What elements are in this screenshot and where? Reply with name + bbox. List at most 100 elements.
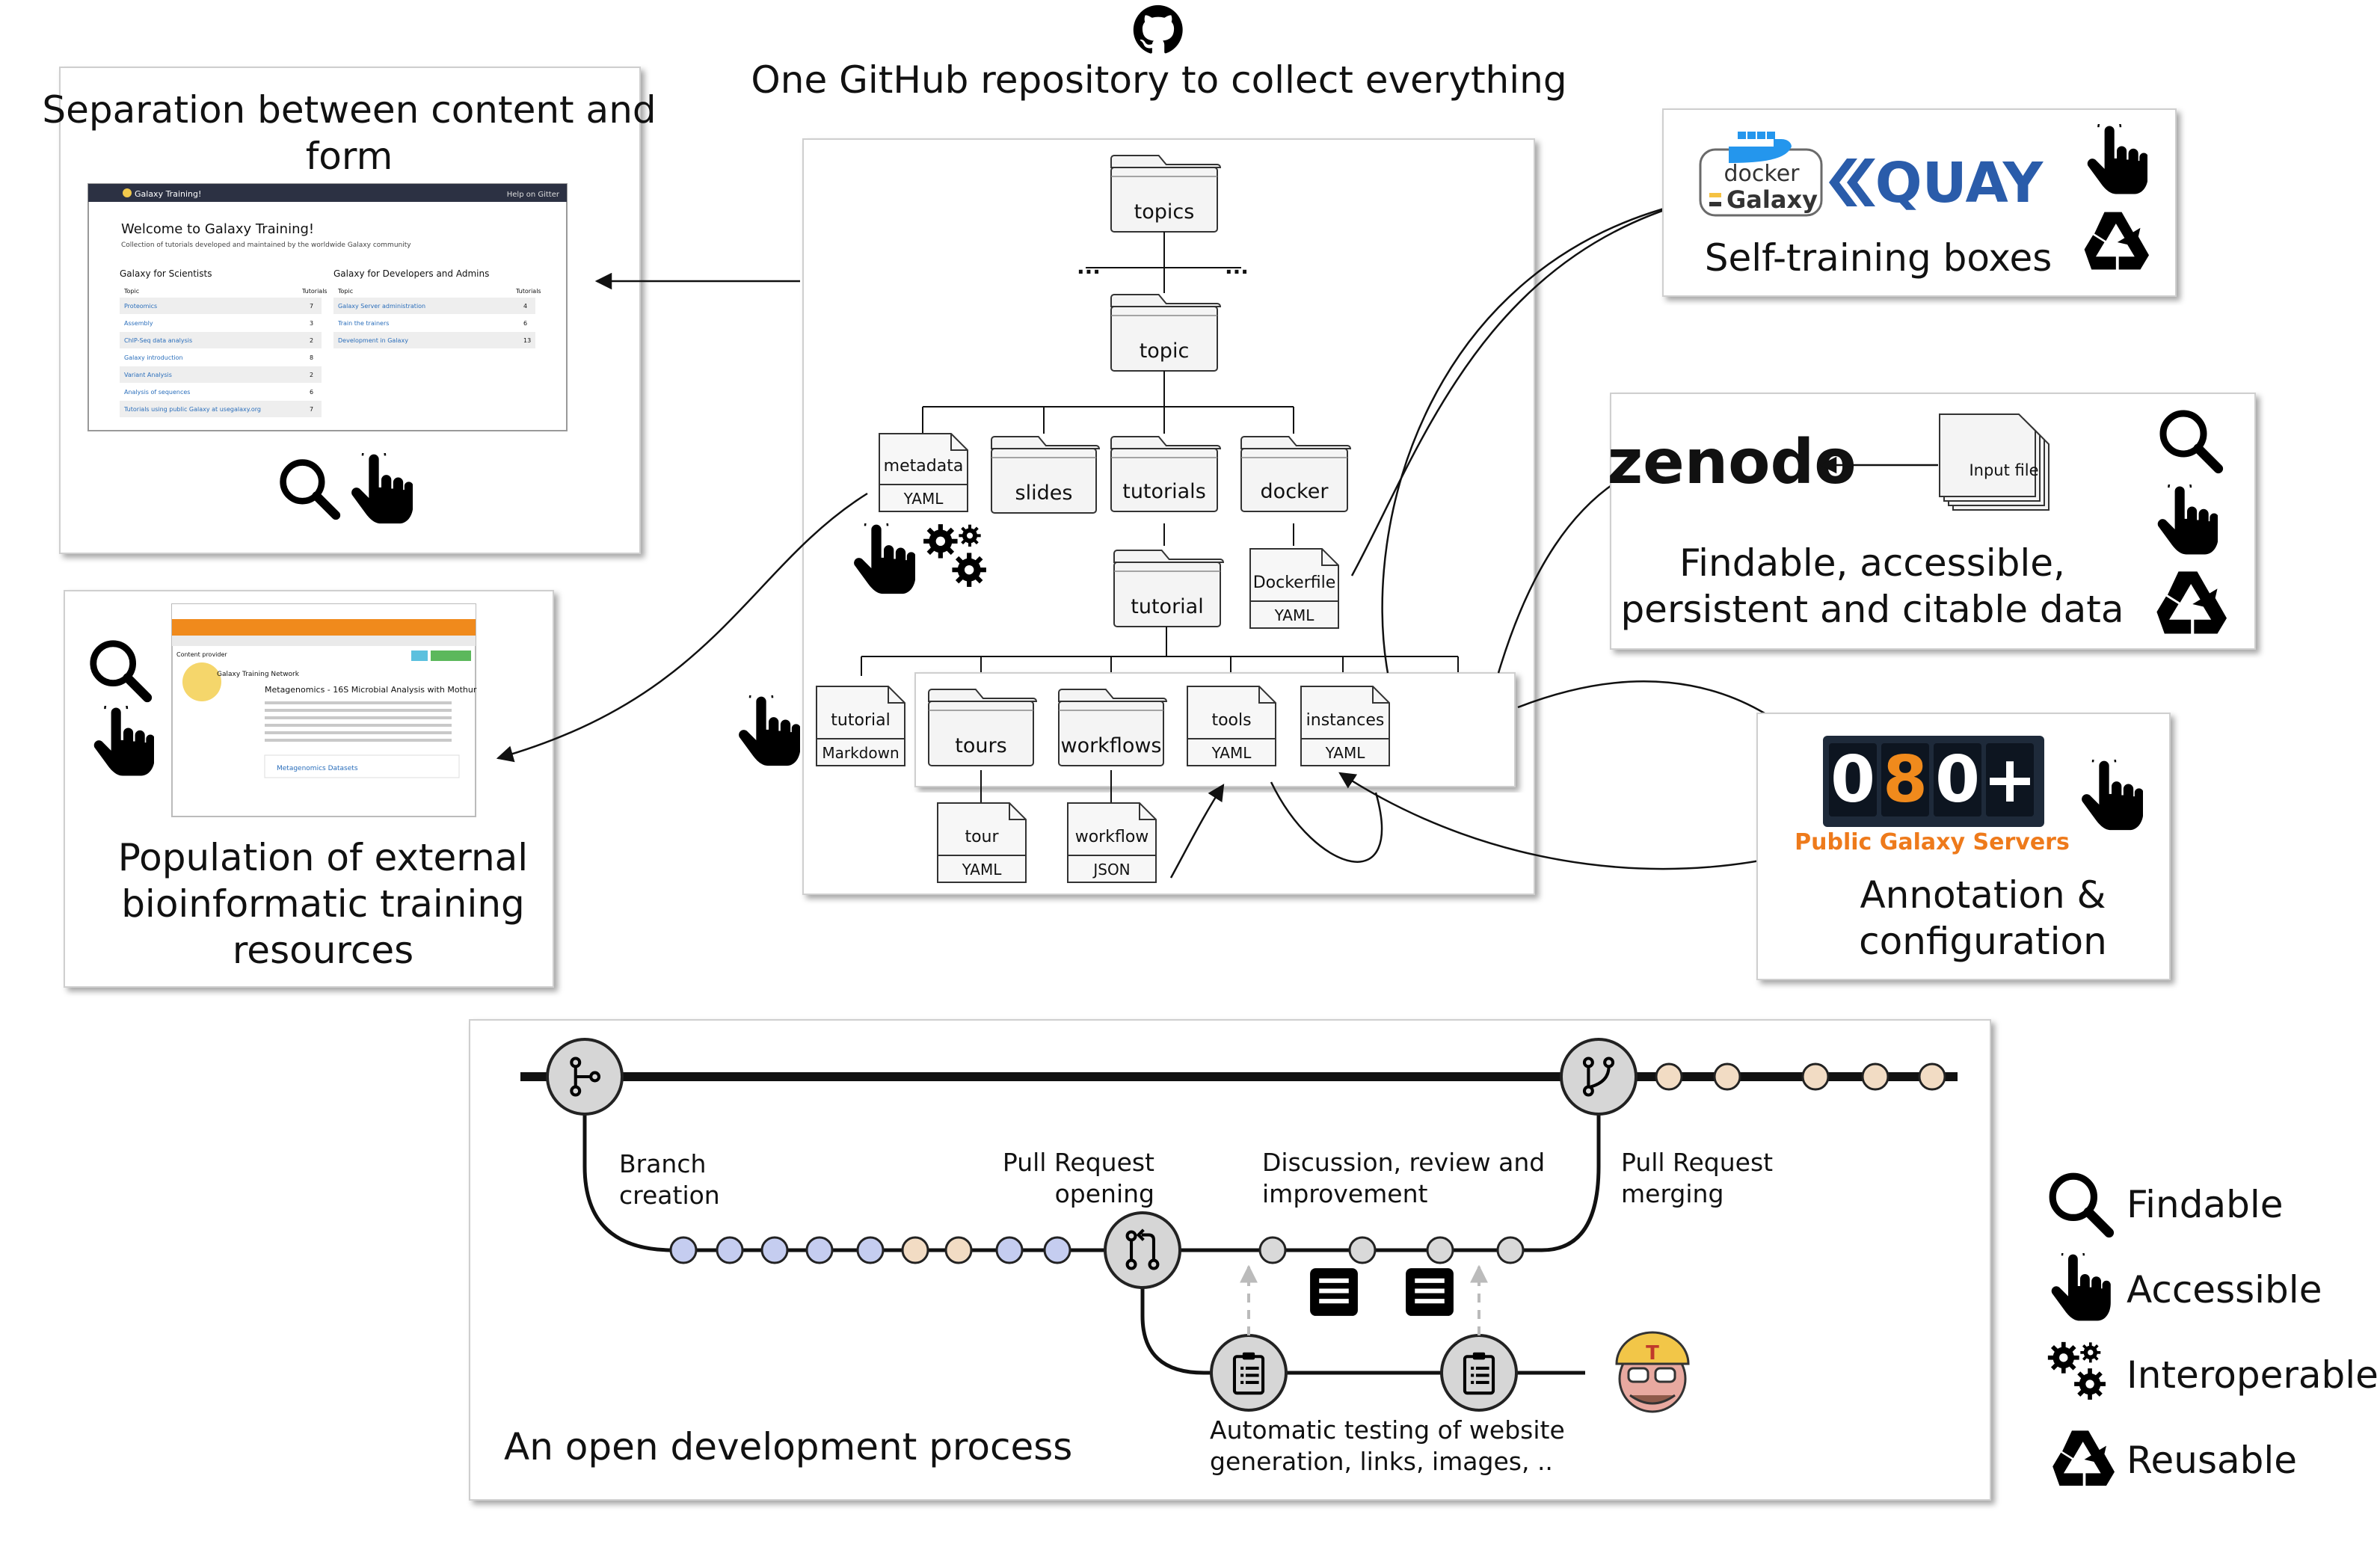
file-instances-label: instances <box>1306 711 1385 730</box>
folder-workflows: workflows <box>1058 689 1168 766</box>
file-dockerfile-format: YAML <box>1274 606 1315 624</box>
gtn-col-topic: Topic <box>123 288 139 295</box>
tess-content-provider: Content provider <box>176 651 227 658</box>
counter-digit: 0 <box>1830 742 1875 817</box>
merge-node <box>1560 1038 1638 1116</box>
folder-slides: slides <box>991 436 1101 514</box>
panel-self-training-title: Self-training boxes <box>1705 236 2052 280</box>
commit <box>901 1236 929 1264</box>
file-tour-format: YAML <box>962 861 1003 879</box>
gtn-row-topic: ChIP-Seq data analysis <box>124 337 192 344</box>
panel-annotation-title: Annotation & <box>1860 873 2106 917</box>
gtn-sub: Collection of tutorials developed and ma… <box>121 242 411 249</box>
ci-line <box>1140 1250 1585 1375</box>
gtn-nav-right: Help on Gitter <box>507 191 560 199</box>
gtn-row-count: 6 <box>310 389 313 396</box>
commit <box>995 1236 1024 1264</box>
gtn-col-tut: Tutorials <box>301 288 328 295</box>
gtn-welcome: Welcome to Galaxy Training! <box>121 221 314 237</box>
public-galaxy-servers-label: Public Galaxy Servers <box>1795 829 2070 855</box>
review-commit <box>1426 1236 1454 1264</box>
commit <box>856 1236 885 1264</box>
main-commit <box>1655 1062 1683 1091</box>
test-node <box>1440 1334 1518 1412</box>
legend-label-interoperable: Interoperable <box>2127 1353 2379 1397</box>
panel-population-title: resources <box>233 929 413 972</box>
gtn-row-topic: Tutorials using public Galaxy at usegala… <box>123 406 261 413</box>
arrow-workflow-to-tools <box>1169 784 1225 879</box>
gears-icon <box>2048 1342 2106 1400</box>
panel-zenodo-title: persistent and citable data <box>1620 588 2124 631</box>
folder-tutorials: tutorials <box>1110 436 1222 512</box>
counter-digit: + <box>1983 742 2037 817</box>
file-tools-format: YAML <box>1211 744 1252 762</box>
gtn-row-topic: Analysis of sequences <box>124 389 190 396</box>
pr-merging-label: merging <box>1621 1179 1723 1208</box>
legend-label-accessible: Accessible <box>2127 1268 2322 1311</box>
main-commit <box>1801 1062 1830 1091</box>
folder-topics: topics <box>1110 155 1222 233</box>
gtn-row-topic: Variant Analysis <box>124 372 172 378</box>
commit <box>805 1236 834 1264</box>
gtn-row-topic: Galaxy Server administration <box>338 303 425 310</box>
panel-annotation-title: configuration <box>1859 920 2107 963</box>
folder-docker: docker <box>1240 436 1352 512</box>
tree-ellipsis-right: ... <box>1225 254 1249 279</box>
tess-item-title: Metagenomics - 16S Microbial Analysis wi… <box>265 685 477 695</box>
counter-digit: 0 <box>1935 742 1980 817</box>
gtn-col-topic: Topic <box>337 288 353 295</box>
travis-hat-letter: T <box>1646 1342 1659 1365</box>
main-commit <box>1861 1062 1889 1091</box>
pr-opening-label: Pull Request <box>1003 1148 1154 1177</box>
folder-tutorial-label: tutorial <box>1131 595 1203 618</box>
test-node <box>1210 1334 1288 1412</box>
file-metadata-format: YAML <box>903 490 944 508</box>
panel-zenodo <box>1610 393 2256 650</box>
folder-topics-label: topics <box>1134 200 1195 224</box>
file-tools-label: tools <box>1211 711 1251 730</box>
folder-tutorial: tutorial <box>1113 550 1225 627</box>
gtn-row-topic: Development in Galaxy <box>338 337 408 344</box>
quay-logo: QUAY <box>1829 151 2044 215</box>
file-metadata-label: metadata <box>884 457 964 476</box>
folder-docker-label: docker <box>1261 480 1329 503</box>
review-commit <box>1348 1236 1377 1264</box>
file-tutorial-markdown-label: tutorial <box>831 711 890 730</box>
recycle-icon <box>2052 1430 2115 1486</box>
gtn-row-count: 13 <box>523 337 531 344</box>
tree-ellipsis-left: ... <box>1077 254 1101 279</box>
gtn-row-count: 8 <box>310 354 313 361</box>
legend-label-findable: Findable <box>2127 1183 2283 1226</box>
folder-workflows-label: workflows <box>1060 734 1161 757</box>
file-tour-label: tour <box>965 828 999 846</box>
commit <box>716 1236 744 1264</box>
gtn-row-topic: Galaxy introduction <box>124 354 183 361</box>
zenodo-logo: zenodo <box>1607 427 1856 498</box>
pull-request-node <box>1104 1211 1181 1289</box>
legend-label-reusable: Reusable <box>2127 1439 2297 1482</box>
input-file-label: Input file <box>1969 461 2038 479</box>
panel-zenodo-title: Findable, accessible, <box>1679 541 2065 585</box>
arrow-to-population <box>496 492 868 763</box>
tess-link: Metagenomics Datasets <box>277 765 358 772</box>
gtn-row-count: 2 <box>310 337 313 344</box>
folder-tutorials-label: tutorials <box>1122 480 1206 503</box>
folder-tours: tours <box>928 689 1038 766</box>
file-workflow-label: workflow <box>1075 828 1149 846</box>
docker-logo-top: docker <box>1724 161 1801 187</box>
arrow-to-self-training <box>1350 197 1692 576</box>
docker-logo-bottom: Galaxy <box>1726 185 1818 214</box>
folder-topic-label: topic <box>1140 339 1190 363</box>
comment-icon <box>1406 1268 1454 1316</box>
branch-creation-label: creation <box>619 1181 720 1210</box>
file-workflow-format: JSON <box>1092 861 1130 879</box>
pointer-hand-icon <box>2050 1253 2112 1322</box>
discussion-label: improvement <box>1262 1179 1427 1208</box>
file-instances-format: YAML <box>1325 744 1366 762</box>
header-title: One GitHub repository to collect everyth… <box>751 58 1566 102</box>
